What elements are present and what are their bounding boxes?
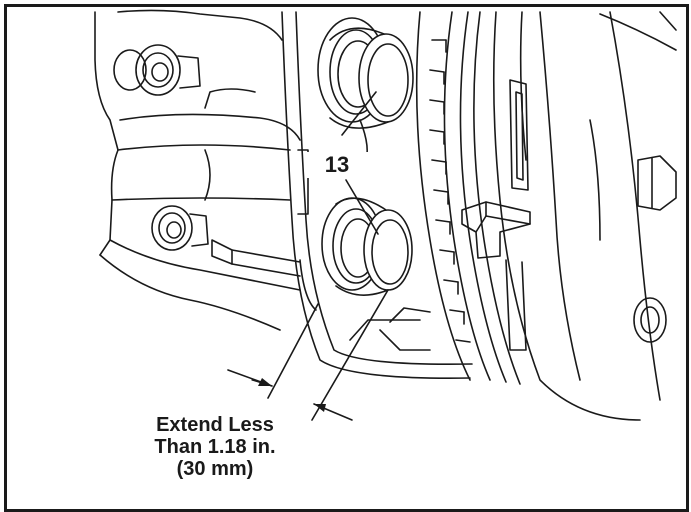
rotor-hub — [461, 11, 661, 421]
hub-nut — [599, 11, 677, 343]
spec-line-2: Than 1.18 in. — [154, 436, 276, 458]
part-number-callout: 13 — [305, 152, 369, 178]
figure-border — [4, 4, 689, 512]
spec-line-1: Extend Less — [156, 414, 274, 436]
upper-piston — [317, 17, 414, 166]
upper-bolt — [113, 44, 201, 96]
extension-spec-label: Extend Less Than 1.18 in. (30 mm) — [120, 414, 310, 480]
brake-rotor — [415, 11, 521, 385]
spec-line-3: (30 mm) — [176, 458, 254, 480]
caliper-frame — [281, 11, 473, 379]
dimension-lines — [227, 289, 389, 421]
caliper-body — [94, 9, 301, 331]
lower-bolt — [151, 205, 209, 251]
callout-leaders — [341, 91, 379, 235]
